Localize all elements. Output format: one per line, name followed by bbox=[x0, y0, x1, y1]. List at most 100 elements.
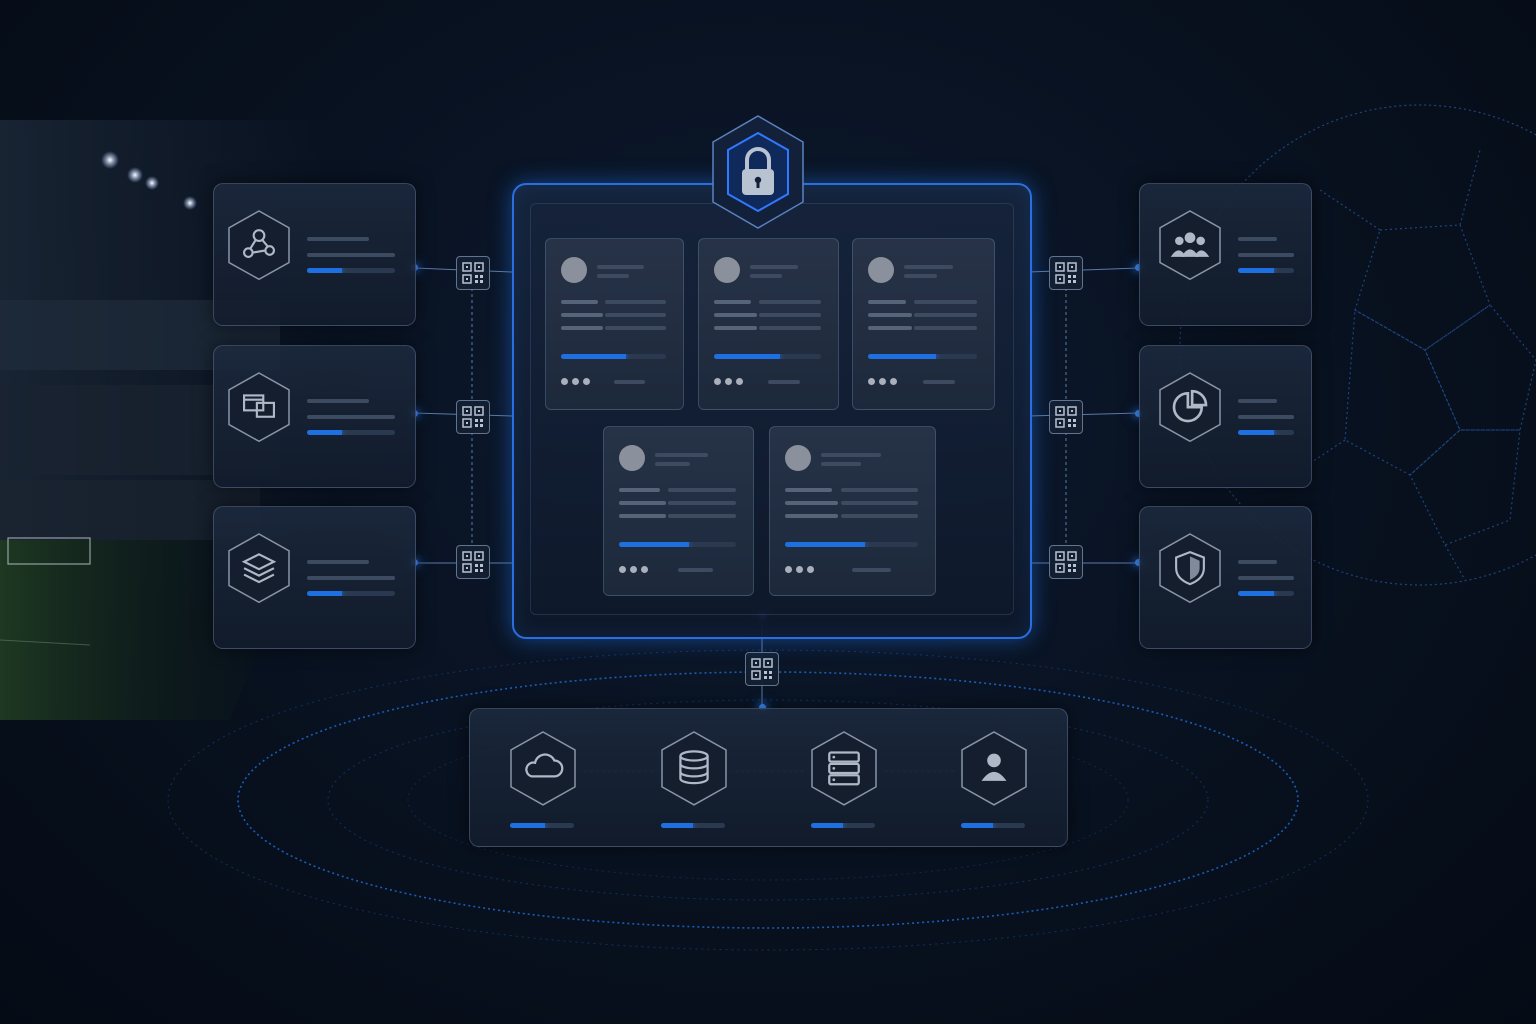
text-placeholder-line bbox=[561, 300, 598, 304]
text-placeholder-line bbox=[868, 300, 907, 304]
text-placeholder-line bbox=[619, 488, 660, 492]
more-dot bbox=[890, 378, 897, 385]
text-placeholder-line bbox=[1238, 237, 1278, 241]
text-placeholder-line bbox=[750, 265, 799, 269]
text-placeholder-line bbox=[613, 380, 645, 384]
text-placeholder-line bbox=[561, 326, 603, 330]
module-progress-bar bbox=[307, 268, 395, 273]
module-progress-fill bbox=[1238, 591, 1275, 596]
text-placeholder-line bbox=[668, 501, 736, 505]
more-dot bbox=[785, 566, 792, 573]
card-progress-fill bbox=[785, 542, 865, 547]
text-placeholder-line bbox=[714, 326, 757, 330]
radar-rings bbox=[167, 649, 1369, 951]
module-hex bbox=[227, 371, 291, 448]
shield-icon bbox=[1175, 551, 1205, 586]
text-placeholder-line bbox=[868, 313, 912, 317]
text-placeholder-line bbox=[605, 300, 666, 304]
text-placeholder-line bbox=[668, 488, 736, 492]
more-dot bbox=[714, 378, 721, 385]
card-progress-fill bbox=[561, 354, 627, 359]
avatar bbox=[619, 445, 645, 471]
text-placeholder-line bbox=[1238, 253, 1294, 257]
avatar bbox=[868, 257, 894, 283]
card-progress-bar bbox=[561, 354, 666, 359]
card-progress-fill bbox=[868, 354, 936, 359]
text-placeholder-line bbox=[714, 300, 752, 304]
text-placeholder-line bbox=[1238, 576, 1294, 580]
text-placeholder-line bbox=[668, 514, 736, 518]
more-dot bbox=[796, 566, 803, 573]
text-placeholder-line bbox=[785, 501, 839, 505]
node-progress-fill bbox=[510, 823, 546, 828]
text-placeholder-line bbox=[597, 265, 645, 269]
text-placeholder-line bbox=[307, 253, 395, 257]
qr-code-icon[interactable] bbox=[1049, 256, 1083, 290]
text-placeholder-line bbox=[913, 326, 977, 330]
text-placeholder-line bbox=[605, 313, 666, 317]
more-dot bbox=[630, 566, 637, 573]
qr-code-icon[interactable] bbox=[1049, 545, 1083, 579]
qr-code-icon[interactable] bbox=[456, 400, 490, 434]
qr-code-icon[interactable] bbox=[456, 256, 490, 290]
text-placeholder-line bbox=[904, 265, 954, 269]
text-placeholder-line bbox=[758, 300, 821, 304]
more-dot bbox=[868, 378, 875, 385]
card-progress-bar bbox=[714, 354, 821, 359]
text-placeholder-line bbox=[750, 274, 783, 278]
text-placeholder-line bbox=[821, 462, 861, 466]
text-placeholder-line bbox=[1238, 399, 1278, 403]
node-progress-fill bbox=[811, 823, 843, 828]
more-dot bbox=[736, 378, 743, 385]
text-placeholder-line bbox=[821, 453, 881, 457]
connector-node bbox=[1135, 410, 1142, 417]
text-placeholder-line bbox=[840, 488, 918, 492]
text-placeholder-line bbox=[307, 399, 369, 403]
qr-code-icon[interactable] bbox=[745, 652, 779, 686]
module-hex bbox=[227, 532, 291, 609]
infrastructure-node[interactable] bbox=[509, 730, 577, 812]
infrastructure-node[interactable] bbox=[660, 730, 728, 812]
node-progress-bar bbox=[510, 823, 574, 828]
network-nodes-icon bbox=[243, 229, 275, 258]
module-progress-bar bbox=[307, 430, 395, 435]
module-hex bbox=[1158, 532, 1222, 609]
cloud-icon bbox=[525, 753, 564, 778]
text-placeholder-line bbox=[840, 514, 918, 518]
text-placeholder-line bbox=[758, 313, 821, 317]
avatar bbox=[785, 445, 811, 471]
qr-code-icon[interactable] bbox=[1049, 400, 1083, 434]
text-placeholder-line bbox=[307, 415, 395, 419]
text-placeholder-line bbox=[619, 501, 666, 505]
module-progress-bar bbox=[1238, 430, 1294, 435]
more-dot bbox=[619, 566, 626, 573]
text-placeholder-line bbox=[913, 300, 977, 304]
text-placeholder-line bbox=[904, 274, 937, 278]
text-placeholder-line bbox=[307, 576, 395, 580]
pie-chart-icon bbox=[1172, 389, 1208, 423]
module-progress-bar bbox=[1238, 268, 1294, 273]
text-placeholder-line bbox=[785, 488, 832, 492]
node-progress-fill bbox=[961, 823, 993, 828]
module-progress-bar bbox=[307, 591, 395, 596]
more-dot bbox=[561, 378, 568, 385]
screens-icon bbox=[243, 394, 275, 418]
text-placeholder-line bbox=[785, 514, 839, 518]
card-progress-fill bbox=[714, 354, 781, 359]
infrastructure-node[interactable] bbox=[960, 730, 1028, 812]
module-progress-fill bbox=[307, 268, 343, 273]
server-icon bbox=[828, 751, 860, 786]
more-dot bbox=[807, 566, 814, 573]
card-progress-bar bbox=[619, 542, 736, 547]
node-progress-fill bbox=[661, 823, 693, 828]
user-icon bbox=[981, 753, 1007, 781]
node-progress-bar bbox=[961, 823, 1025, 828]
more-dot bbox=[879, 378, 886, 385]
text-placeholder-line bbox=[597, 274, 629, 278]
text-placeholder-line bbox=[868, 326, 912, 330]
text-placeholder-line bbox=[677, 568, 713, 572]
module-hex bbox=[1158, 371, 1222, 448]
qr-code-icon[interactable] bbox=[456, 545, 490, 579]
infrastructure-node[interactable] bbox=[810, 730, 878, 812]
text-placeholder-line bbox=[619, 514, 666, 518]
